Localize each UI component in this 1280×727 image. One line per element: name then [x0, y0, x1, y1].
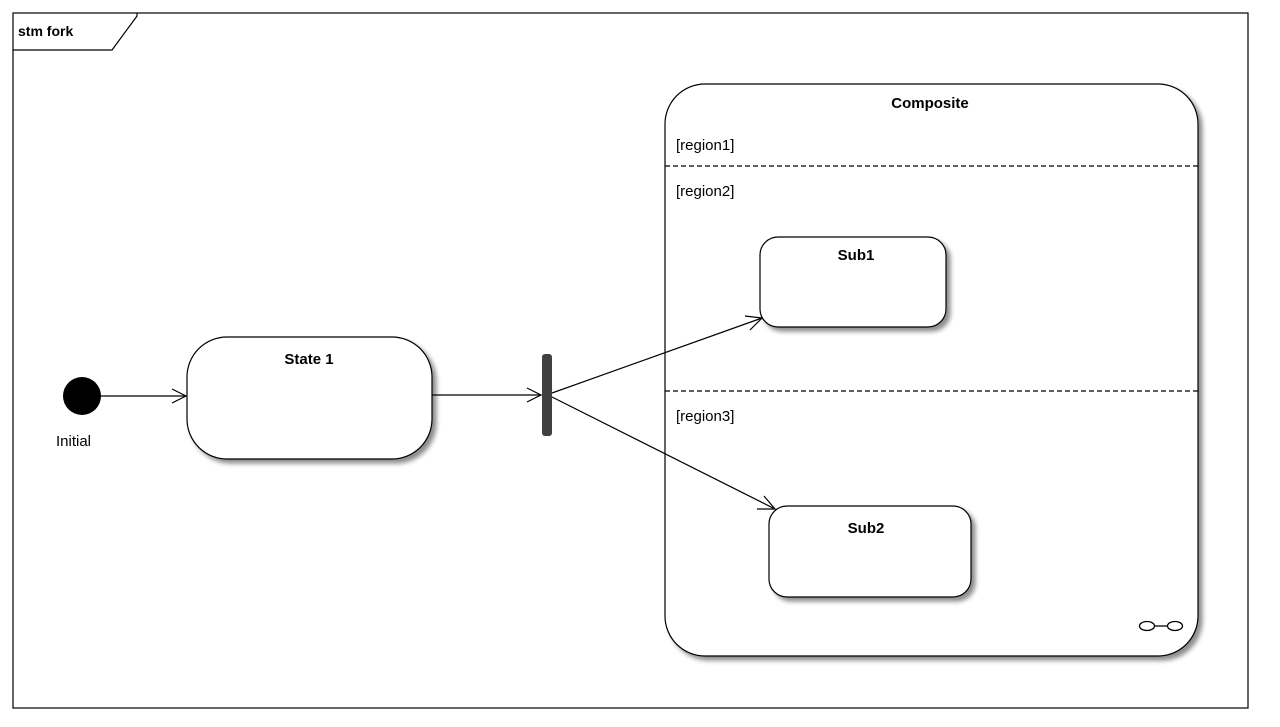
sub2-state[interactable] [768, 505, 972, 598]
state-1[interactable] [186, 336, 433, 460]
state-1-name: State 1 [284, 351, 333, 368]
sub1-state[interactable] [759, 236, 947, 328]
region2-label: [region2] [676, 183, 734, 200]
composite-name: Composite [891, 95, 969, 112]
transition-initial-to-state1[interactable] [101, 388, 188, 404]
sub1-name: Sub1 [838, 247, 875, 264]
sub2-name: Sub2 [848, 520, 885, 537]
transition-fork-to-sub1[interactable] [551, 315, 764, 394]
transition-fork-to-sub2[interactable] [551, 396, 777, 510]
transition-state1-to-fork[interactable] [432, 387, 543, 403]
fork-bar[interactable] [542, 354, 552, 436]
frame-title: stm fork [18, 23, 73, 39]
link-icon [1138, 620, 1184, 632]
initial-node[interactable] [63, 377, 101, 415]
initial-label: Initial [56, 433, 91, 450]
frame-title-tab [13, 13, 138, 51]
region1-label: [region1] [676, 137, 734, 154]
region3-label: [region3] [676, 408, 734, 425]
